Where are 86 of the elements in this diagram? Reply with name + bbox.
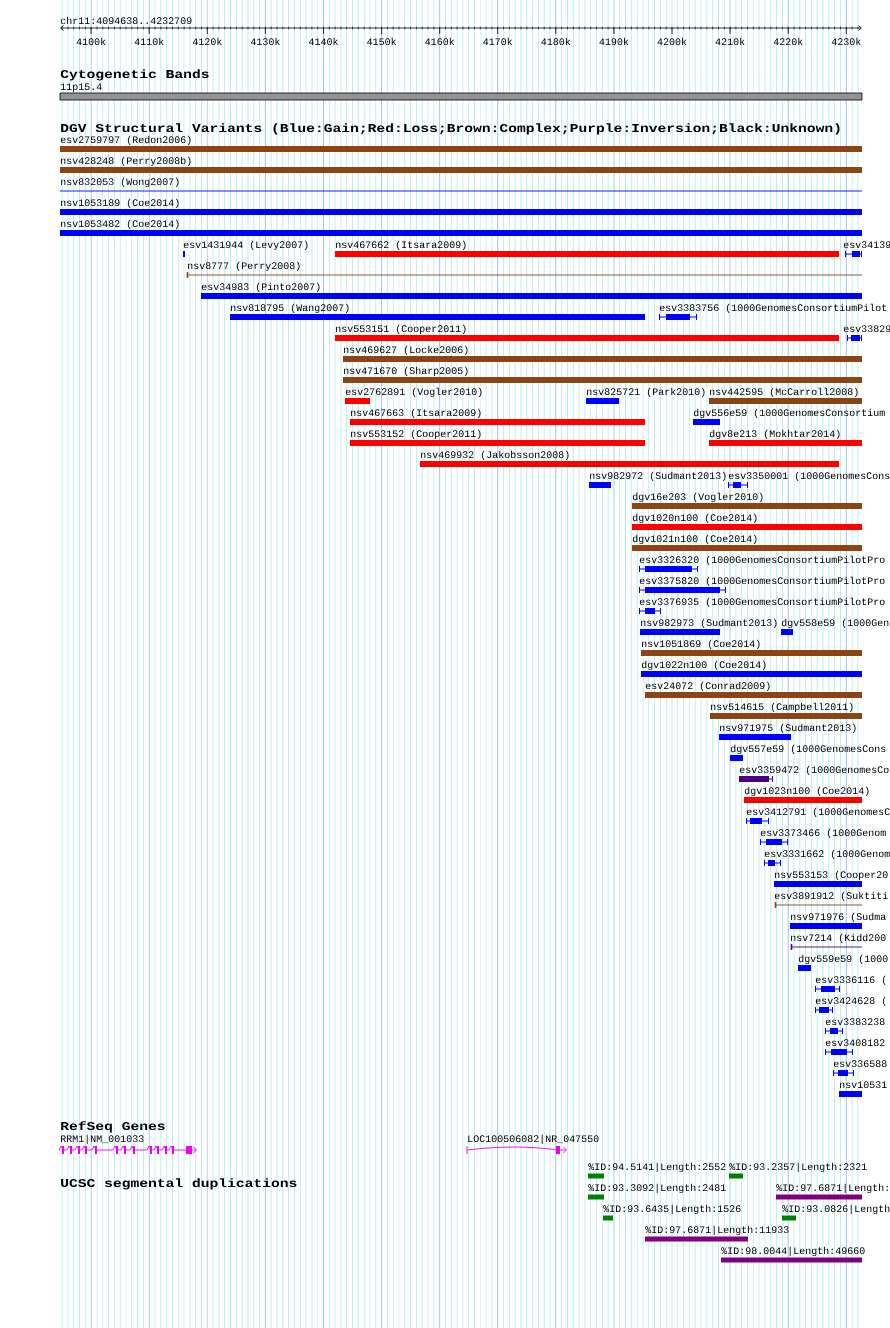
feature-label: esv3331662 (1000Genom: [764, 849, 890, 860]
feature-label: esv3326320 (1000GenomesConsortiumPilotPro: [639, 555, 885, 566]
feature-label: esv3383238: [825, 1018, 885, 1026]
feature-label: dgv1021n100 (Coe2014): [632, 534, 757, 545]
feature-label: %ID:93.0826|Length: [782, 1204, 890, 1215]
tick-label: 4190k: [599, 37, 629, 46]
feature-label: dgv8e213 (Mokhtar2014): [709, 429, 840, 440]
feature-label: dgv1022n100 (Coe2014): [641, 660, 766, 671]
feature-label: nsv471670 (Sharp2005): [344, 366, 468, 377]
feature-label: nsv825721 (Park2010): [587, 387, 705, 398]
feature-label: nsv832053 (Wong2007): [61, 177, 179, 188]
feature-label: nsv467663 (Itsara2009): [351, 408, 481, 419]
feature-label: nsv553151 (Cooper2011): [336, 324, 466, 335]
tick-label: 4220k: [773, 37, 803, 46]
tick-label: 4160k: [425, 37, 455, 46]
feature-label: dgv557e59 (1000GenomesCons: [730, 744, 886, 755]
feature-label: nsv553152 (Cooper2011): [351, 429, 481, 440]
feature-label: LOC100506082|NR_047550: [468, 1134, 599, 1145]
feature-label: esv3383756 (1000GenomesConsortiumPilot: [659, 303, 887, 314]
feature-label: nsv428248 (Perry2008b): [61, 156, 191, 167]
feature-label: esv2762891 (Vogler2010): [345, 387, 482, 398]
feature-label: nsv10531: [840, 1081, 887, 1089]
feature-label: esv3336116 (: [815, 975, 886, 986]
track-heading: DGV Structural Variants (Blue:Gain;Red:Loss;Brown:Complex;Purple:Inversion;Black:Unknown): [61, 123, 840, 135]
position-label: chr11:4094638..4232709: [60, 16, 192, 25]
feature-label: nsv467662 (Itsara2009): [336, 240, 466, 251]
feature-label: esv3375820 (1000GenomesConsortiumPilotPro: [639, 576, 885, 587]
tick-label: 4210k: [715, 37, 745, 46]
feature-label: nsv982972 (Sudmant2013): [590, 471, 726, 482]
feature-label: esv2759797 (Redon2006): [60, 135, 191, 146]
feature-label: %ID:94.5141|Length:2552: [588, 1162, 726, 1173]
feature-label: nsv7214 (Kidd200: [791, 933, 886, 944]
tick-label: 4110k: [134, 37, 164, 46]
tick-label: 4140k: [309, 37, 338, 46]
feature-label: esv3376935 (1000GenomesConsortiumPilotPro: [639, 597, 885, 608]
tick-label: 4200k: [657, 37, 687, 46]
feature-label: dgv558e59 (1000Gen: [781, 618, 889, 629]
feature-label: nsv971976 (Sudma: [791, 912, 886, 923]
feature-label: esv3350001 (1000GenomesCons: [728, 471, 890, 482]
feature-label: RRM1|NM_001033: [61, 1134, 144, 1145]
feature-label: %ID:98.0044|Length:49660: [721, 1246, 865, 1257]
feature-label: esv24072 (Conrad2009): [645, 681, 770, 692]
feature-label: nsv1053189 (Coe2014): [61, 198, 179, 209]
feature-label: esv34139: [843, 241, 890, 249]
feature-label: %ID:93.2357|Length:2321: [729, 1162, 867, 1173]
feature-label: esv34983 (Pinto2007): [201, 282, 320, 293]
feature-label: dgv1023n100 (Coe2014): [744, 786, 869, 797]
feature-label: esv3412791 (1000GenomesC: [746, 807, 890, 818]
feature-label: nsv1051869 (Coe2014): [642, 639, 760, 650]
tick-label: 4150k: [367, 37, 397, 46]
feature-label: dgv556e59 (1000GenomesConsortium: [693, 408, 885, 419]
feature-label: dgv559e59 (1000: [798, 954, 888, 965]
feature-label: esv3373466 (1000Genom: [760, 828, 886, 839]
track-heading: UCSC segmental duplications: [61, 1178, 297, 1190]
feature-label: nsv1053482 (Coe2014): [61, 219, 179, 230]
feature-label: dgv16e203 (Vogler2010): [632, 492, 763, 503]
feature-label: esv1431944 (Levy2007): [183, 240, 308, 251]
feature-label: esv33829: [843, 325, 890, 333]
feature-label: nsv971975 (Sudmant2013): [720, 723, 856, 734]
feature-label: nsv469627 (Locke2006): [344, 345, 468, 356]
feature-label: %ID:93.3092|Length:2481: [588, 1183, 726, 1194]
feature-label: dgv1020n100 (Coe2014): [632, 513, 757, 524]
feature-label: nsv982973 (Sudmant2013): [641, 618, 777, 629]
feature-label: nsv8777 (Perry2008): [188, 261, 300, 272]
feature-label: nsv442595 (McCarroll2008): [710, 387, 858, 398]
feature-label: nsv818795 (Wang2007): [231, 303, 349, 314]
feature-label: nsv469932 (Jakobsson2008): [421, 450, 569, 461]
feature-label: esv3359472 (1000GenomesCo: [739, 765, 889, 776]
tick-label: 4170k: [483, 37, 513, 46]
feature-label: %ID:97.6871|Length:11933: [645, 1225, 789, 1236]
tick-label: 4130k: [250, 37, 280, 46]
track-heading: Cytogenetic Bands: [60, 69, 209, 81]
feature-label: esv336588: [833, 1060, 887, 1068]
feature-label: esv3408182: [825, 1039, 885, 1047]
track-heading: RefSeq Genes: [61, 1121, 165, 1133]
feature-label: %ID:93.6435|Length:1526: [603, 1204, 741, 1215]
feature-label: esv3424628 (: [815, 996, 886, 1007]
tick-label: 4230k: [831, 37, 861, 46]
feature-label: %ID:97.6871|Length:: [776, 1183, 888, 1194]
tick-label: 4180k: [541, 37, 571, 46]
feature-label: nsv553153 (Cooper20: [775, 870, 888, 881]
feature-label: 11p15.4: [60, 83, 102, 93]
feature-label: esv3891912 (Suktiti: [774, 891, 888, 902]
tick-label: 4100k: [76, 37, 106, 46]
feature-label: nsv514615 (Campbell2011): [711, 702, 853, 713]
tick-label: 4120k: [192, 37, 222, 46]
